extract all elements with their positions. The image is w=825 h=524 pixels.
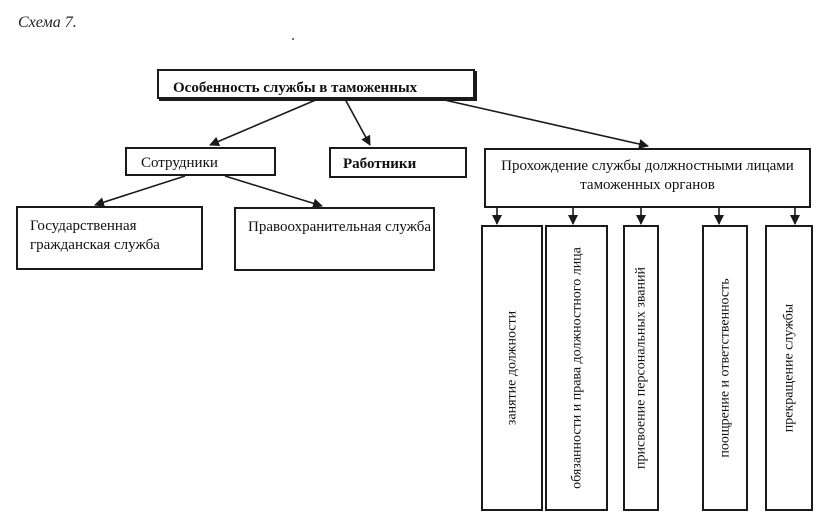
employees-label: Сотрудники: [141, 155, 218, 171]
law-enforcement-label: Правоохранительная служба: [248, 219, 432, 235]
arrow-root-to-employees: [209, 98, 319, 147]
civil-service-box: Государственная гражданская служба: [16, 206, 203, 270]
stage-label-rewards: поощрение и ответственность: [717, 278, 733, 458]
stage-box-ranks: присвоение персональных званий: [623, 225, 659, 511]
diagram-caption: Схема 7.: [18, 14, 77, 31]
arrow-root-to-workers: [344, 98, 371, 146]
employees-box: Сотрудники: [125, 147, 276, 176]
arrow-employees-to-law: [224, 175, 323, 209]
arrow-employees-to-civil: [94, 175, 186, 207]
stage-box-position: занятие должности: [481, 225, 543, 511]
scan-speck: [292, 38, 294, 40]
stage-label-termination: прекращение службы: [781, 303, 797, 433]
workers-label: Работники: [343, 156, 417, 172]
stage-label-duties: обязанности и права должностного лица: [569, 247, 584, 489]
civil-service-label: Государственная гражданская служба: [30, 218, 160, 253]
service-passage-label: Прохождение службы должностными лицами т…: [501, 158, 794, 193]
stage-box-duties: обязанности и права должностного лица: [545, 225, 608, 511]
law-enforcement-box: Правоохранительная служба: [234, 207, 435, 271]
root-label: Особенность службы в таможенных: [173, 80, 418, 96]
service-passage-box: Прохождение службы должностными лицами т…: [484, 148, 811, 208]
stage-box-rewards: поощрение и ответственность: [702, 225, 748, 511]
workers-box: Работники: [329, 147, 467, 178]
stage-label-ranks: присвоение персональных званий: [633, 267, 649, 469]
stage-box-termination: прекращение службы: [765, 225, 813, 511]
root-box: Особенность службы в таможенных: [157, 69, 475, 99]
arrow-root-to-service: [439, 98, 649, 149]
stage-label-position: занятие должности: [504, 310, 520, 426]
